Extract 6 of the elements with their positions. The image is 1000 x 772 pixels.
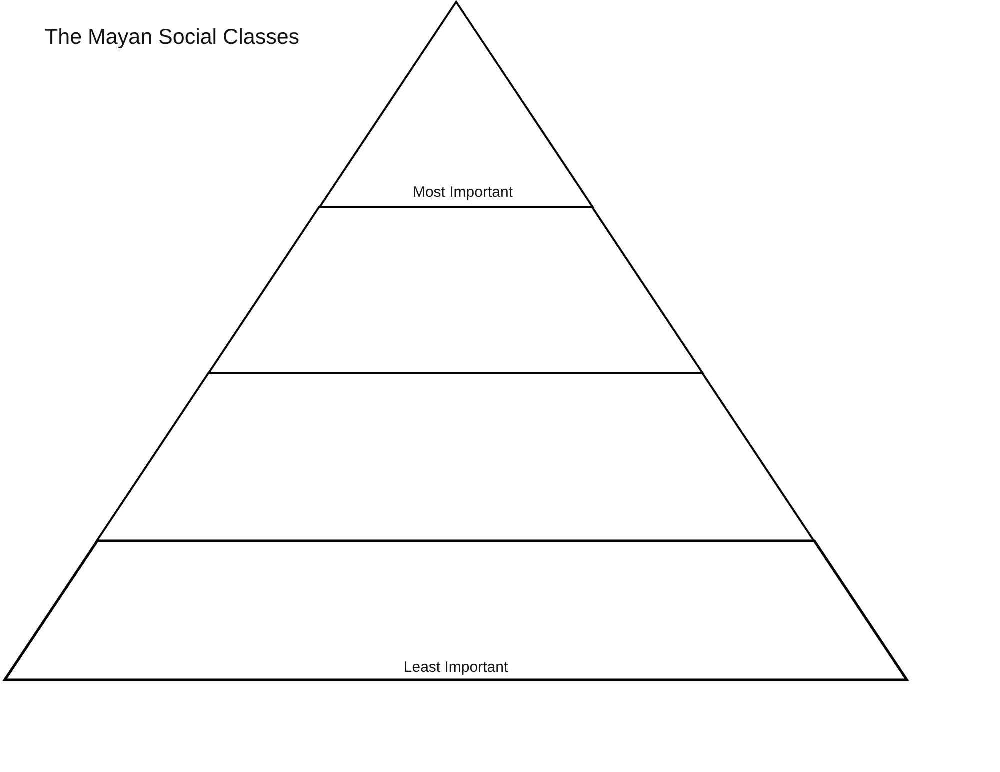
tier-label: Least Important [404,659,508,676]
tier-label: Most Important [412,184,513,201]
diagram-title: The Mayan Social Classes [45,25,300,50]
pyramid-tier [318,0,594,209]
pyramid-tier [3,539,909,682]
pyramid-tier [207,205,705,375]
